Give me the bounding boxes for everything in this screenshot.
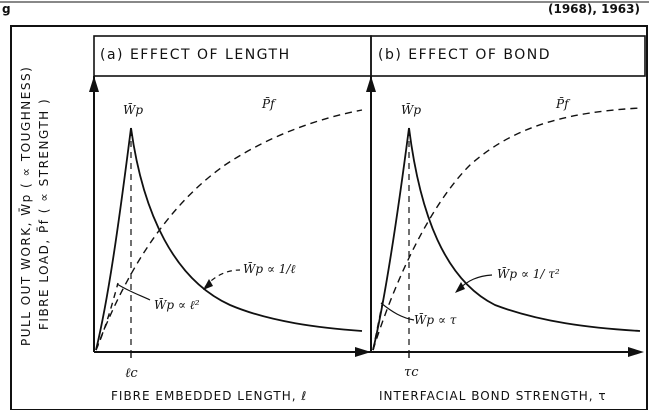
panel-a-leader-right-arrow	[203, 279, 213, 290]
panel-b-pf-label: P̄f	[556, 97, 569, 111]
panel-a-x-axis-label: FIBRE EMBEDDED LENGTH, ℓ	[111, 389, 308, 403]
y-axis-label-line2: FIBRE LOAD, P̄f ( ∝ STRENGTH )	[37, 97, 51, 330]
panel-b-eq-left: W̄p ∝ τ	[414, 313, 457, 327]
panel-b-wp-linear-branch	[372, 299, 384, 351]
panel-b-x-axis-label: INTERFACIAL BOND STRENGTH, τ	[379, 389, 607, 403]
panel-b-x-tick-label: τc	[404, 365, 419, 380]
panel-a-eq-right: W̄p ∝ 1/ℓ	[243, 262, 296, 276]
panel-b-x-arrow	[628, 347, 644, 357]
panel-b-wp-decay	[408, 127, 641, 332]
panel-a-title: (a) EFFECT OF LENGTH	[100, 47, 291, 63]
panel-b-leader-right-arrow	[455, 282, 465, 293]
panel-a-wp-rise	[95, 127, 132, 351]
panel-a-peak-label: W̄p	[123, 103, 144, 117]
panel-a-x-arrow	[355, 347, 371, 357]
panel-a-eq-left: W̄p ∝ ℓ²	[154, 298, 200, 312]
panel-a-pf-label: P̄f	[262, 97, 275, 111]
panel-a-wp-decay	[130, 127, 363, 332]
y-axis-label-line1: PULL OUT WORK, W̄p ( ∝ TOUGHNESS)	[19, 65, 33, 346]
panel-b-eq-right: W̄p ∝ 1/ τ²	[497, 267, 560, 281]
panel-b-header-box	[370, 35, 646, 77]
figure-frame	[10, 25, 648, 410]
panel-a-pf-curve	[95, 109, 363, 351]
panel-b-y-arrow	[366, 76, 376, 92]
panel-b-leader-left	[380, 302, 415, 321]
caption-right: (1968), 1963)	[548, 2, 640, 16]
panel-a-wp-squared-branch	[95, 282, 119, 351]
caption-fragment: g	[2, 2, 11, 16]
panel-b-title: (b) EFFECT OF BOND	[378, 47, 551, 63]
panel-b-wp-rise	[372, 127, 410, 351]
panel-a-leader-left	[116, 283, 151, 301]
panel-b-peak-label: W̄p	[401, 103, 422, 117]
panel-a-x-tick-label: ℓc	[125, 366, 138, 381]
panel-b-pf-curve	[372, 107, 641, 351]
panel-a-y-arrow	[89, 76, 99, 92]
